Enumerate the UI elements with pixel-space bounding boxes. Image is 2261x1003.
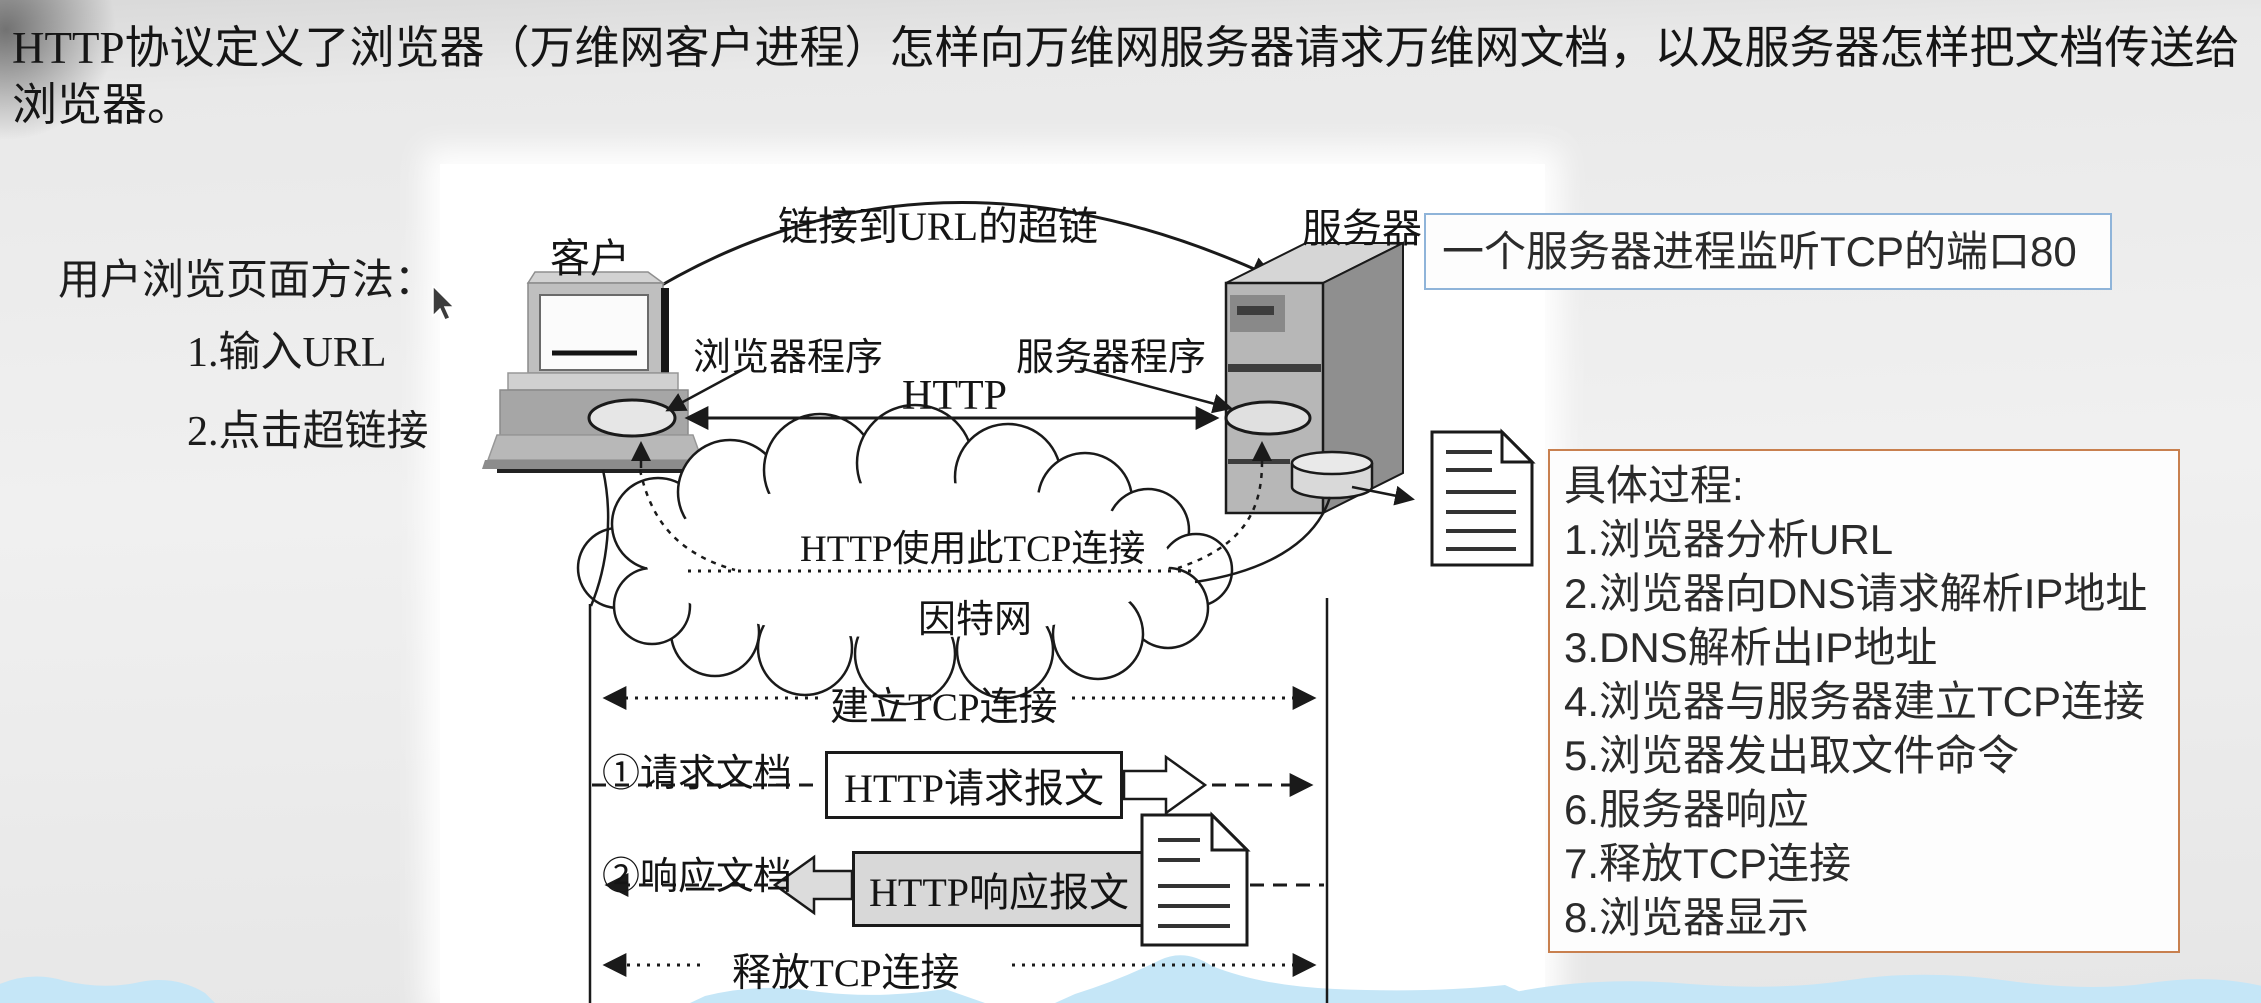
response-document-icon xyxy=(1140,811,1251,947)
cursor-icon xyxy=(432,284,456,321)
